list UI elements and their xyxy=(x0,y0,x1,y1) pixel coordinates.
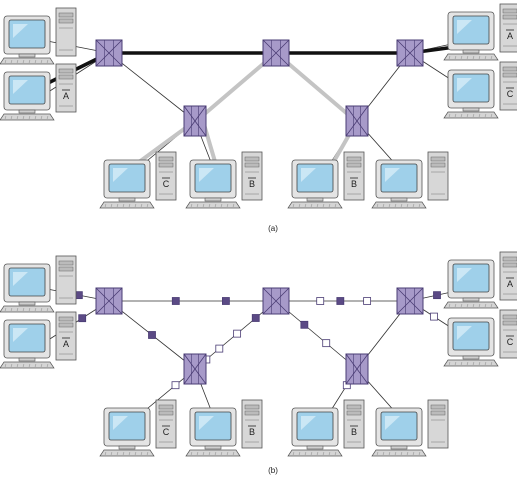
cell-dark xyxy=(221,297,230,305)
cell-light xyxy=(215,344,224,353)
computer-top-left xyxy=(0,7,77,65)
switch-left xyxy=(95,287,123,315)
links-layer xyxy=(41,39,471,424)
switch-left xyxy=(95,39,123,67)
cell-light xyxy=(316,297,325,305)
computer-middle-right-1: B xyxy=(287,151,365,209)
computer-middle-right-2 xyxy=(371,399,449,457)
cell-dark xyxy=(300,320,309,329)
host-label: C xyxy=(163,179,170,189)
hosts-layer: A A C C B B A A C C B B xyxy=(0,3,517,457)
switch-center xyxy=(262,287,290,315)
cell-light xyxy=(322,339,331,348)
host-label: C xyxy=(163,427,170,437)
computer-bottom-right: C xyxy=(443,61,517,119)
computer-middle-left-2: B xyxy=(185,151,263,209)
switch-lower-right xyxy=(345,105,369,137)
computer-top-right: A xyxy=(443,251,517,309)
computer-middle-right-1: B xyxy=(287,399,365,457)
host-label: B xyxy=(351,427,357,437)
host-label: B xyxy=(249,179,255,189)
cell-dark xyxy=(251,314,260,322)
switch-lower-left xyxy=(183,353,207,385)
cell-dark xyxy=(336,297,345,305)
host-label: A xyxy=(507,31,513,41)
host-label: C xyxy=(507,337,514,347)
cell-dark xyxy=(148,331,156,339)
host-label: B xyxy=(249,427,255,437)
cell-dark xyxy=(78,314,87,323)
switch-right xyxy=(396,287,424,315)
caption-a: (a) xyxy=(268,224,278,233)
computer-middle-left-1: C xyxy=(99,399,177,457)
host-label: A xyxy=(507,279,513,289)
cell-dark xyxy=(74,291,83,300)
switch-center xyxy=(262,39,290,67)
cells-layer xyxy=(74,291,441,390)
computer-bottom-left: A xyxy=(0,311,77,369)
caption-b: (b) xyxy=(268,466,278,475)
computer-bottom-left: A xyxy=(0,63,77,121)
host-label: C xyxy=(507,89,514,99)
switch-right xyxy=(396,39,424,67)
switch-lower-left xyxy=(183,105,207,137)
cell-light xyxy=(171,381,180,390)
computer-top-left xyxy=(0,255,77,313)
cell-light xyxy=(363,297,372,305)
link-line xyxy=(108,52,196,122)
computer-middle-left-2: B xyxy=(185,399,263,457)
cell-dark xyxy=(171,297,180,305)
host-label: B xyxy=(351,179,357,189)
cell-light xyxy=(430,312,438,321)
cell-light xyxy=(233,329,242,338)
switch-lower-right xyxy=(345,353,369,385)
host-label: A xyxy=(63,339,69,349)
computer-middle-right-2 xyxy=(371,151,449,209)
cell-dark xyxy=(433,291,441,300)
computer-bottom-right: C xyxy=(443,309,517,367)
computer-top-right: A xyxy=(443,3,517,61)
switches-layer xyxy=(95,39,424,385)
host-label: A xyxy=(63,91,69,101)
computer-middle-left-1: C xyxy=(99,151,177,209)
